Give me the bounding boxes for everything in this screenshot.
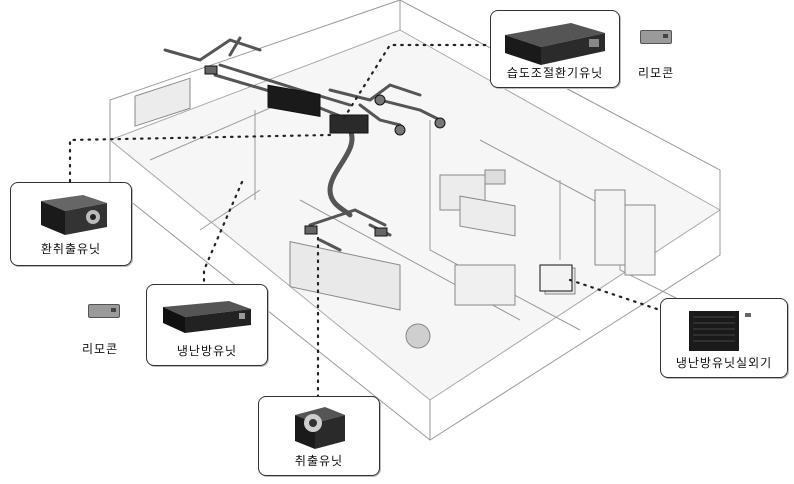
leader-outdoor-unit <box>568 278 662 312</box>
exhaust-fan-label: 환취출유닛 <box>40 242 102 256</box>
remote-top-label: 리모콘 <box>638 66 675 80</box>
outdoor-condenser-icon <box>689 311 751 351</box>
remote-control-icon <box>88 304 120 318</box>
supply-unit-card: 취출유닛 <box>258 396 380 476</box>
erv-unit-icon <box>505 23 605 65</box>
leader-indoor-unit <box>202 180 244 288</box>
duct-units <box>204 65 573 292</box>
outdoor-unit-label: 냉난방유닛실외기 <box>675 356 773 370</box>
outdoor-unit-card: 냉난방유닛실외기 <box>660 298 788 378</box>
leader-lines <box>68 43 662 402</box>
erv-unit-card: 습도조절환기유닛 <box>490 10 620 88</box>
indoor-unit-label: 냉난방유닛 <box>176 344 238 358</box>
remote-left-label: 리모콘 <box>82 342 119 356</box>
supply-unit-label: 취출유닛 <box>294 454 344 468</box>
supply-outlet-icon <box>295 407 345 449</box>
house-walls <box>109 0 721 441</box>
remote-control-icon <box>640 30 672 44</box>
house-furniture <box>134 77 656 349</box>
exhaust-fan-card: 환취출유닛 <box>10 182 132 266</box>
exhaust-fan-icon <box>41 195 107 235</box>
erv-unit-label: 습도조절환기유닛 <box>506 66 604 80</box>
indoor-ac-unit-icon <box>163 301 251 333</box>
indoor-unit-card: 냉난방유닛 <box>146 284 268 366</box>
